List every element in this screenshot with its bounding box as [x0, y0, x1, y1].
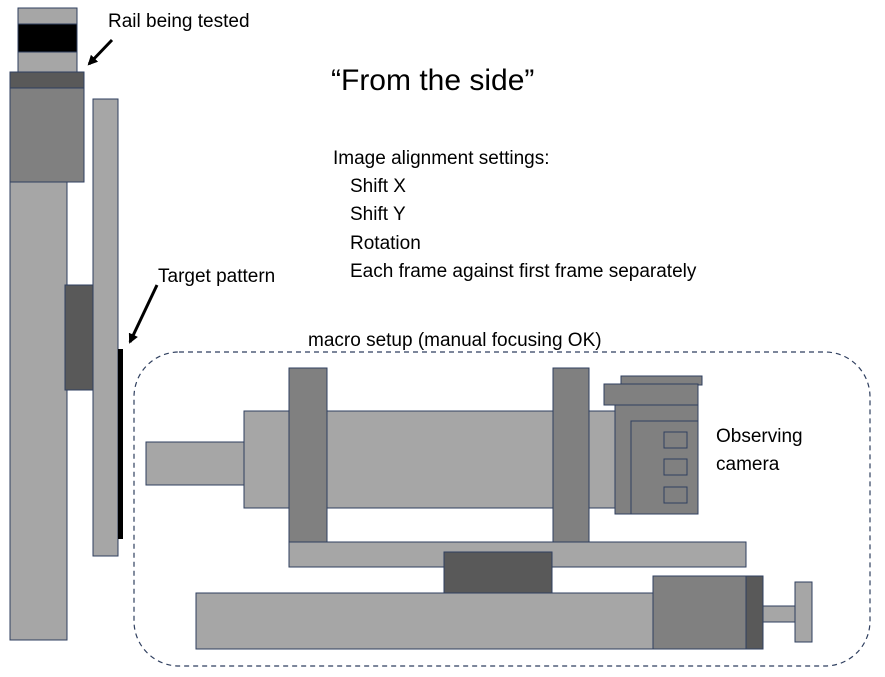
target-pattern-strip [118, 349, 123, 539]
target-plate [92, 98, 123, 557]
focus-rail-carriage [443, 551, 553, 594]
rail-label-arrow [87, 38, 114, 66]
target-mount-plate [92, 98, 119, 557]
focus-knob [794, 581, 813, 643]
diagram-title: “From the side” [331, 64, 535, 97]
camera-assembly [145, 367, 703, 543]
rail-carriage-top [9, 71, 85, 89]
rail-carriage [9, 87, 85, 183]
camera-label-line2: camera [716, 454, 780, 475]
settings-item: Rotation [350, 233, 421, 254]
target-label: Target pattern [158, 266, 276, 287]
tested-rail [9, 7, 108, 641]
rail-top-black-band [17, 23, 78, 53]
focusing-rail [195, 541, 813, 650]
focus-rail-end-plate [745, 575, 764, 650]
camera-button-1 [663, 431, 688, 449]
settings-heading: Image alignment settings: [333, 148, 550, 169]
camera-body-top [603, 383, 699, 406]
macro-setup-boundary [133, 351, 871, 667]
lens-front-element [145, 441, 245, 486]
camera-button-3 [663, 486, 688, 504]
focus-rail-end-block [652, 575, 764, 650]
rail-label: Rail being tested [108, 11, 250, 32]
macro-setup-label: macro setup (manual focusing OK) [308, 330, 602, 351]
settings-item: Each frame against first frame separatel… [350, 261, 697, 282]
target-label-arrow [128, 284, 159, 344]
lens-clamp-ring-front [288, 367, 328, 543]
settings-item: Shift Y [350, 204, 406, 225]
camera-button-2 [663, 458, 688, 476]
focus-knob-shaft [762, 605, 797, 623]
lens-clamp-ring-rear [552, 367, 590, 543]
focus-rail-base [195, 592, 674, 650]
camera-label-line1: Observing [716, 426, 803, 447]
settings-item: Shift X [350, 176, 406, 197]
